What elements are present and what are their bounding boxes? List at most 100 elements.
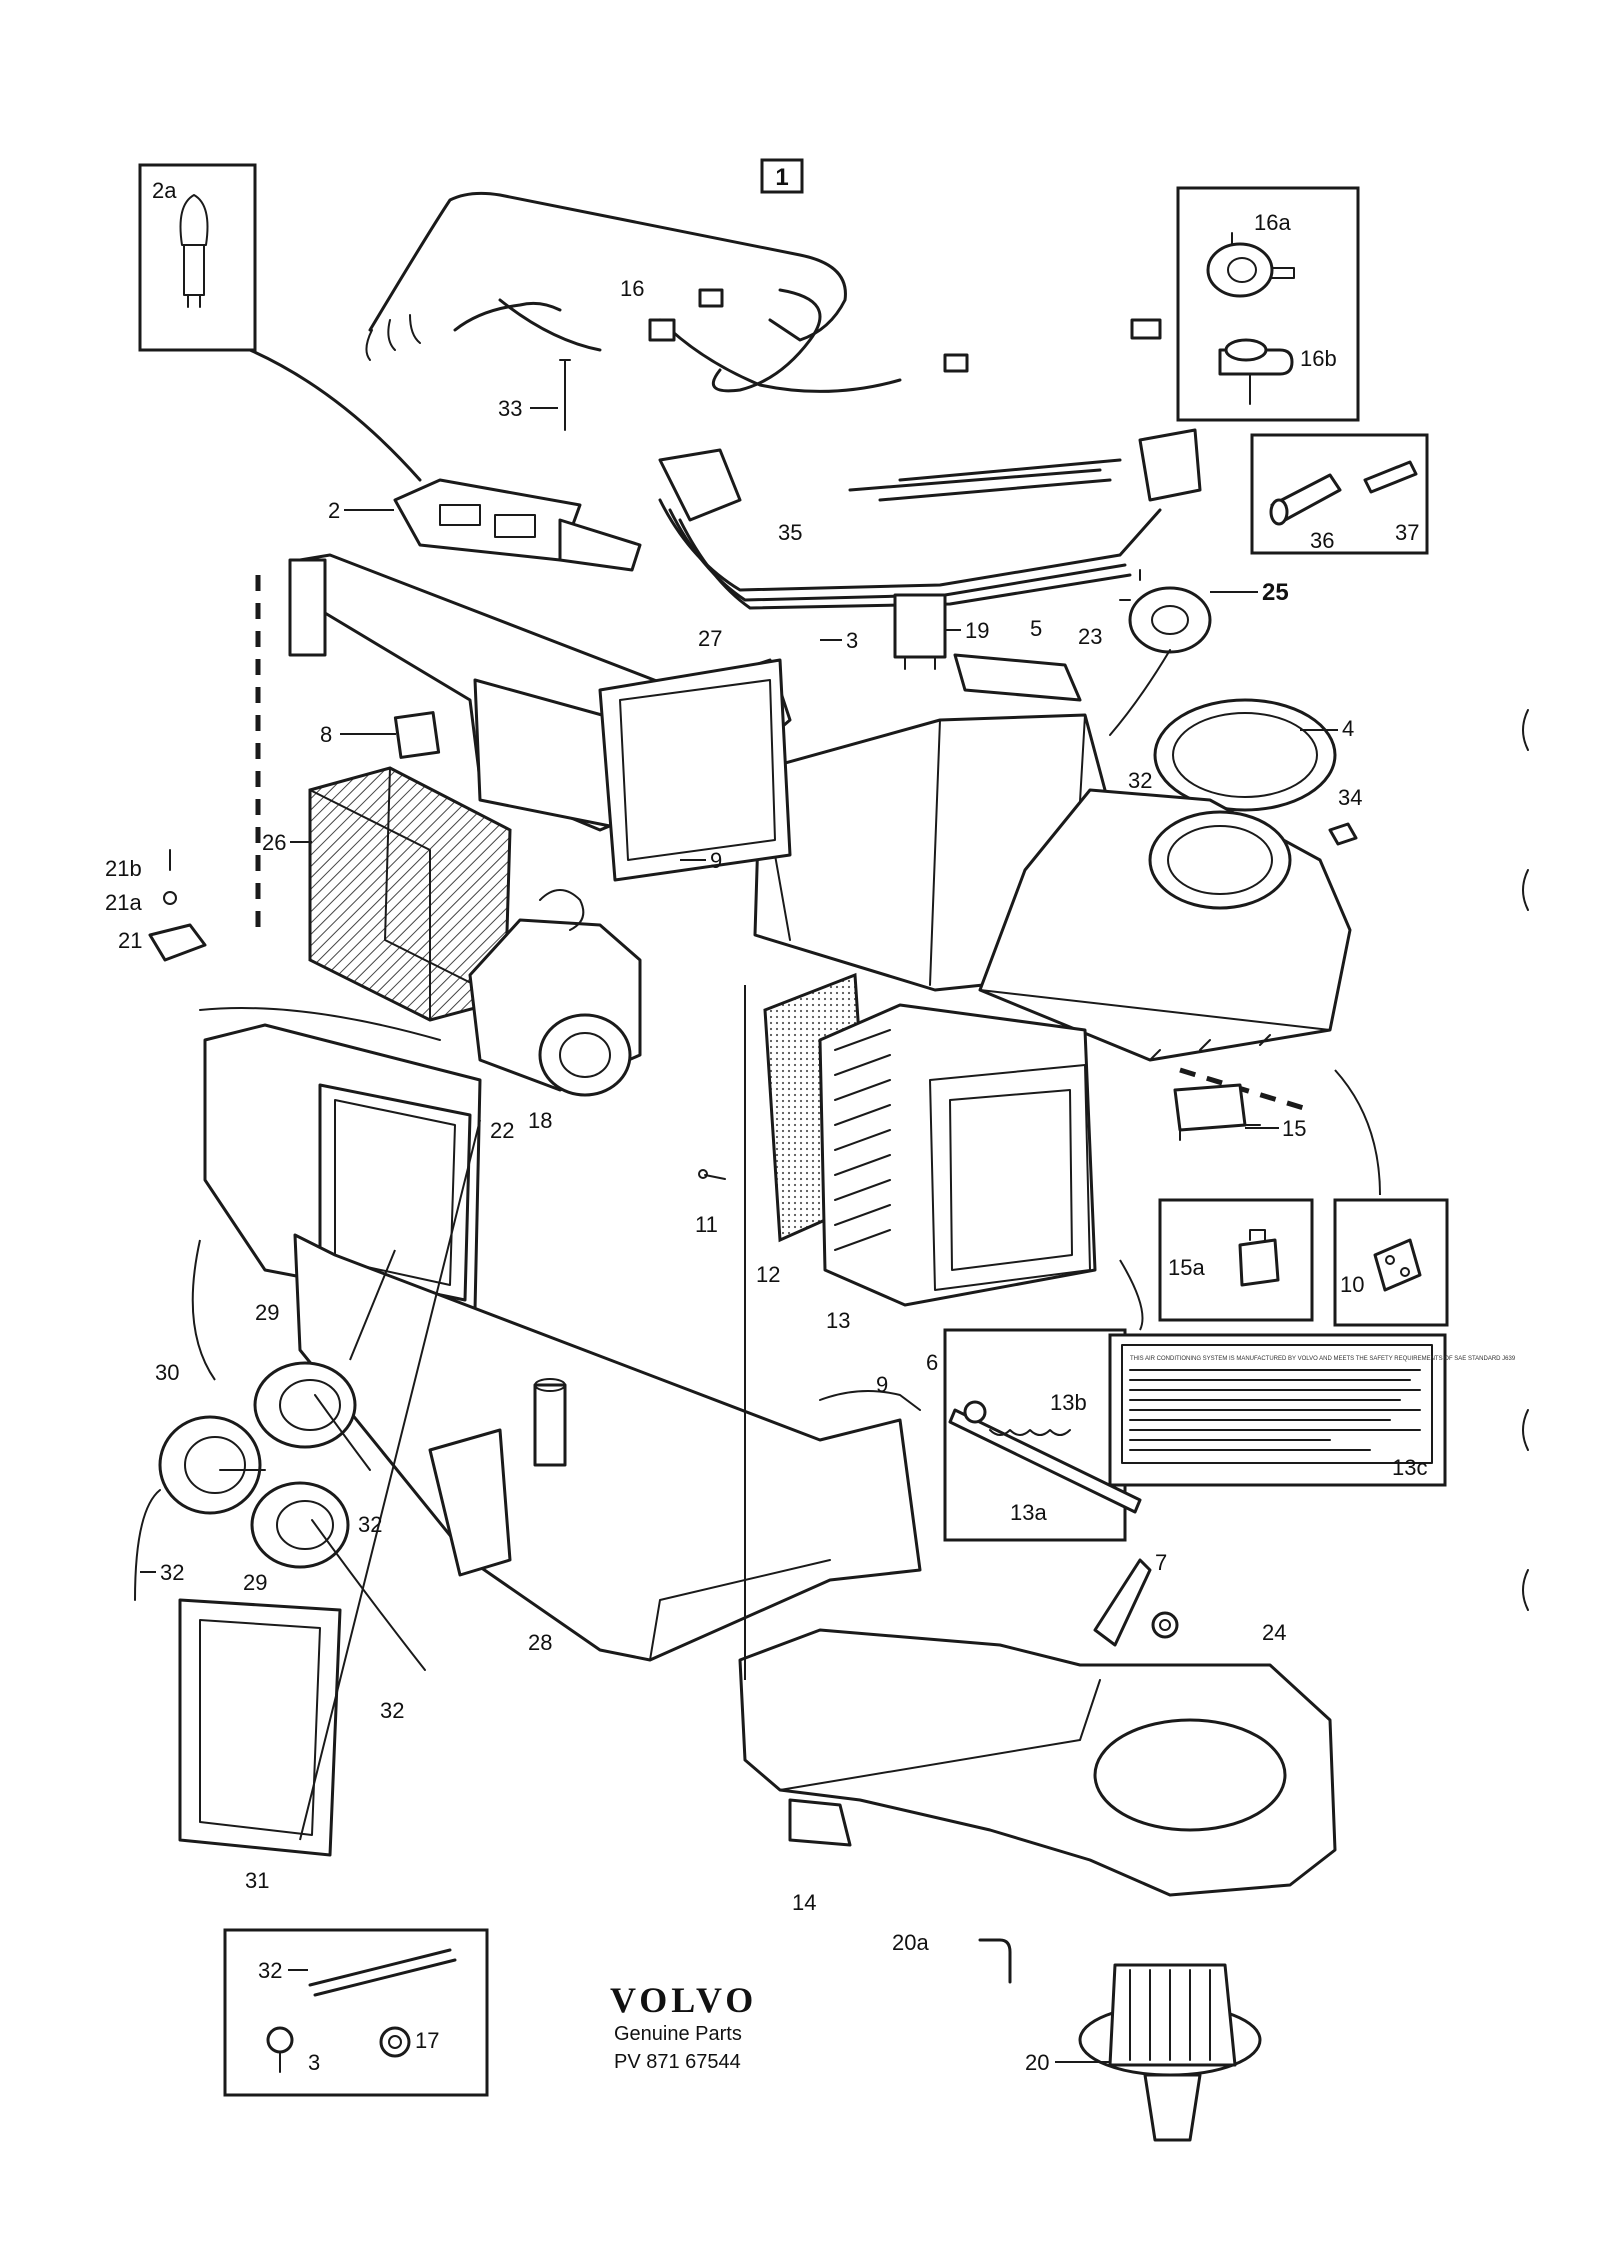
- callout-30: 30: [155, 1360, 179, 1385]
- part-9-seal: [819, 1390, 921, 1411]
- callout-21b: 21b: [105, 856, 142, 881]
- callout-20a: 20a: [892, 1930, 929, 1955]
- part-13-heater-core: [818, 1003, 1097, 1307]
- callout-32-top: 32: [1128, 768, 1152, 793]
- callout-13c: 13c: [1392, 1455, 1427, 1480]
- callout-8: 8: [320, 722, 332, 747]
- callout-14: 14: [792, 1890, 816, 1915]
- part-15-switch: [1173, 1083, 1261, 1141]
- diagram-number: 1: [775, 164, 788, 191]
- callout-15: 15: [1282, 1116, 1306, 1141]
- callout-34: 34: [1338, 785, 1362, 810]
- callout-29-bottom: 29: [243, 1570, 267, 1595]
- part-30-vacuum-motor: [134, 1415, 266, 1601]
- part-29-vacuum-motor-upper: [253, 1361, 371, 1471]
- callout-15a: 15a: [1168, 1255, 1205, 1280]
- callout-7: 7: [1155, 1550, 1167, 1575]
- part-4-seal-ring: [1153, 698, 1337, 812]
- callout-5: 5: [1030, 616, 1042, 641]
- inset-13c-label: THIS AIR CONDITIONING SYSTEM IS MANUFACT…: [1108, 1333, 1516, 1487]
- callout-2a: 2a: [152, 178, 177, 203]
- part-21-valve-assembly: [148, 849, 207, 962]
- part-26-core: [308, 766, 512, 1022]
- part-25-vacuum-motor: [1109, 569, 1212, 736]
- brand-line-2: PV 871 67544: [614, 2051, 741, 2073]
- callout-9-bottom: 9: [876, 1372, 888, 1397]
- callout-26: 26: [262, 830, 286, 855]
- callout-24: 24: [1262, 1620, 1286, 1645]
- margin-marks: [1522, 709, 1529, 1611]
- callout-9-top: 9: [710, 848, 722, 873]
- callout-4: 4: [1342, 716, 1354, 741]
- callout-3: 3: [846, 628, 858, 653]
- brand-line-1: Genuine Parts: [614, 2023, 742, 2045]
- part-28-lower-housing: [293, 1233, 922, 1662]
- callout-13: 13: [826, 1308, 850, 1333]
- callout-10: 10: [1340, 1272, 1364, 1297]
- part-22-lower-duct: [199, 1007, 482, 1312]
- part-19-relay: [893, 593, 947, 670]
- callout-11: 11: [695, 1212, 718, 1237]
- callout-3-inset: 3: [308, 2050, 320, 2075]
- part-24-lower-tray: [738, 1558, 1337, 1897]
- decal-text: THIS AIR CONDITIONING SYSTEM IS MANUFACT…: [1130, 1356, 1516, 1362]
- callout-28: 28: [528, 1630, 552, 1655]
- brand-logo: VOLVO: [610, 1980, 757, 2020]
- inset-36-37: [1250, 433, 1429, 555]
- callout-23: 23: [1078, 624, 1102, 649]
- inset-2a-bulb: [138, 163, 422, 482]
- part-27-duct: [255, 553, 792, 930]
- callout-16a: 16a: [1254, 210, 1291, 235]
- callout-25: 25: [1262, 579, 1289, 606]
- part-18-blower-motor: [468, 889, 642, 1097]
- callout-13a: 13a: [1010, 1500, 1047, 1525]
- callout-27: 27: [698, 626, 722, 651]
- inset-15a: [1158, 1198, 1314, 1322]
- blower-fan-icon: [539, 889, 585, 931]
- part-23-upper-housing: [753, 713, 1352, 1113]
- callout-35: 35: [778, 520, 802, 545]
- part-16-wiring-harness: [365, 191, 1162, 393]
- part-7-grommet: [1151, 1611, 1179, 1639]
- valve-16b: [1218, 338, 1294, 405]
- part-20a-hose: [978, 1938, 1012, 1984]
- part-5-module: [953, 653, 1082, 702]
- callout-36: 36: [1310, 528, 1334, 553]
- bulb-icon: [179, 194, 209, 308]
- part-34-clip: [1328, 822, 1358, 846]
- callout-20: 20: [1025, 2050, 1049, 2075]
- part-29-vacuum-motor-lower: [250, 1481, 426, 1671]
- callout-21: 21: [118, 928, 142, 953]
- callout-29-top: 29: [255, 1300, 279, 1325]
- callout-17: 17: [415, 2028, 439, 2053]
- part-11-screw: [698, 1169, 726, 1180]
- part-20-blower: [1078, 1963, 1262, 2142]
- part-31-filter-frame: [178, 1598, 342, 1857]
- callout-22: 22: [490, 1118, 514, 1143]
- inset-16a-16b: [1176, 186, 1360, 422]
- part-35-wiring-harness: [658, 428, 1202, 610]
- callout-labels: 2a 2 33 16 16a 16b 35 36 37 25 3 19 5 23…: [105, 178, 1427, 2075]
- callout-19: 19: [965, 618, 989, 643]
- inset-13a-13b: [943, 1328, 1142, 1542]
- callout-12: 12: [756, 1262, 780, 1287]
- callout-32-inset: 32: [258, 1958, 282, 1983]
- callout-37: 37: [1395, 520, 1419, 545]
- inset-10: [1333, 1198, 1449, 1327]
- callout-16: 16: [620, 276, 644, 301]
- diagram-number-box: 1: [760, 158, 804, 194]
- callout-21a: 21a: [105, 890, 142, 915]
- part-8-plate: [393, 711, 441, 759]
- callout-33: 33: [498, 396, 522, 421]
- leader-lines: [191, 985, 1381, 1841]
- vacuum-motor-icon: [1206, 232, 1295, 298]
- brand-block: VOLVO Genuine Parts PV 871 67544: [610, 1980, 757, 2073]
- callout-32-left-a: 32: [358, 1512, 382, 1537]
- callout-32-left-c: 32: [380, 1698, 404, 1723]
- callout-32-left-b: 32: [160, 1560, 184, 1585]
- callout-2: 2: [328, 498, 340, 523]
- callout-18: 18: [528, 1108, 552, 1133]
- part-2-control-unit: [393, 478, 642, 572]
